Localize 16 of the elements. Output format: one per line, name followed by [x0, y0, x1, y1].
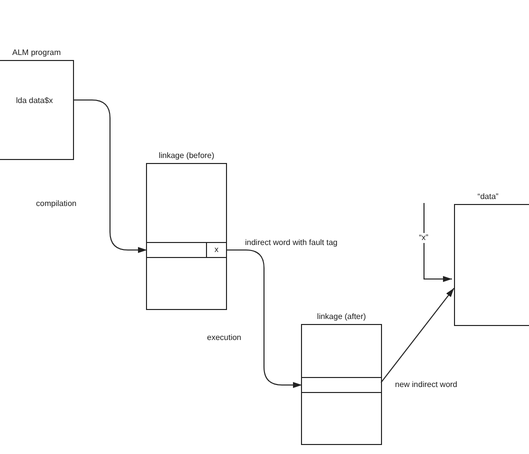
memory-word	[302, 377, 381, 393]
arrow	[226, 250, 302, 388]
block-label: linkage (after)	[317, 312, 366, 322]
annotation-text: new indirect word	[395, 380, 458, 390]
edge-label: compilation	[35, 199, 78, 209]
block-label: linkage (before)	[158, 151, 214, 161]
arrow	[74, 100, 148, 253]
block-label: “data”	[478, 192, 498, 202]
memory-word	[147, 242, 226, 258]
edge-label: execution	[206, 333, 242, 343]
code-text: lda data$x	[16, 96, 53, 106]
dimension-label: “x”	[418, 233, 430, 243]
annotation-text: indirect word with fault tag	[245, 238, 338, 248]
block-label: ALM program	[12, 48, 61, 58]
tag-cell: x	[206, 243, 226, 257]
arrow	[380, 288, 454, 384]
